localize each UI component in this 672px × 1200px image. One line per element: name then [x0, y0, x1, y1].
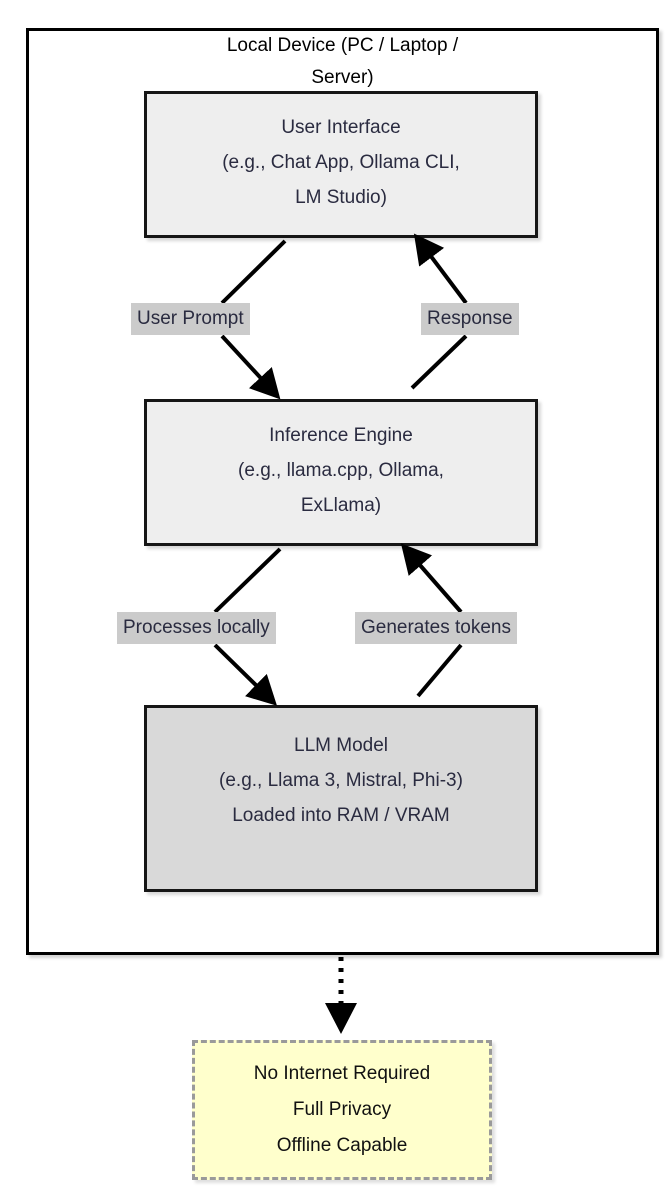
- edge-label-processes-locally: Processes locally: [117, 612, 276, 644]
- edge-label-generates-tokens: Generates tokens: [355, 612, 517, 644]
- edge-label-response: Response: [421, 303, 519, 335]
- node-user-interface-line-3: LM Studio): [295, 187, 387, 208]
- local-device-title: Local Device (PC / Laptop / Server): [226, 35, 459, 88]
- node-user-interface-line-1: User Interface: [281, 117, 401, 138]
- node-inference-engine[interactable]: Inference Engine (e.g., llama.cpp, Ollam…: [144, 399, 538, 546]
- node-user-interface[interactable]: User Interface (e.g., Chat App, Ollama C…: [144, 91, 538, 238]
- node-llm-model-line-1: LLM Model: [294, 735, 388, 756]
- node-llm-model-line-3: Loaded into RAM / VRAM: [232, 805, 450, 826]
- offline-note-line-1: No Internet Required: [253, 1063, 431, 1084]
- node-inference-engine-line-1: Inference Engine: [269, 425, 413, 446]
- edge-label-user-prompt: User Prompt: [131, 303, 250, 335]
- node-llm-model-line-2: (e.g., Llama 3, Mistral, Phi-3): [219, 770, 463, 791]
- node-inference-engine-line-3: ExLlama): [300, 495, 382, 516]
- offline-note-line-2: Full Privacy: [292, 1099, 392, 1120]
- offline-note-box[interactable]: No Internet Required Full Privacy Offlin…: [192, 1040, 492, 1180]
- offline-note-line-3: Offline Capable: [276, 1135, 408, 1156]
- node-user-interface-line-2: (e.g., Chat App, Ollama CLI,: [222, 152, 460, 173]
- node-inference-engine-line-2: (e.g., llama.cpp, Ollama,: [238, 460, 444, 481]
- node-llm-model[interactable]: LLM Model (e.g., Llama 3, Mistral, Phi-3…: [144, 705, 538, 892]
